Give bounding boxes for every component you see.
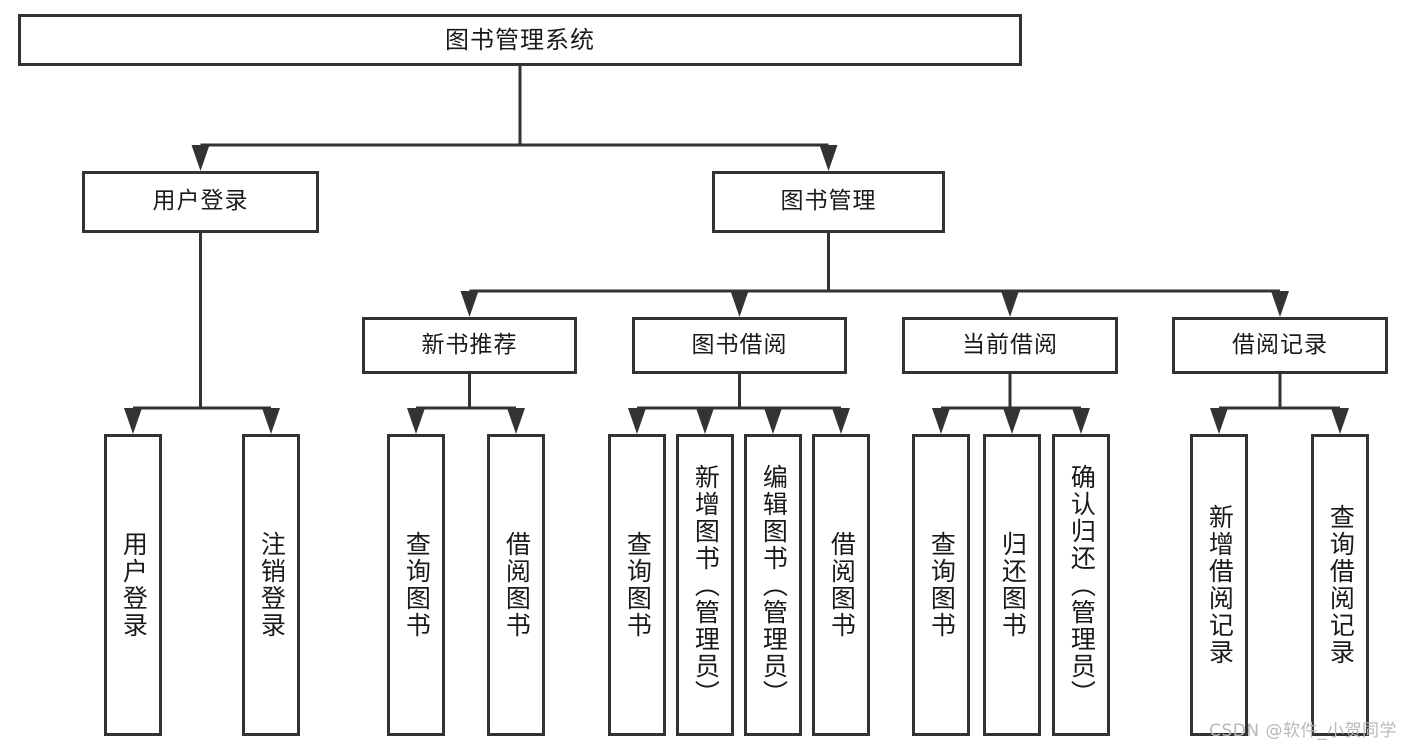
node-label: 新增图书（管理员） — [691, 463, 721, 707]
node-leaf-edit-book: 编辑图书（管理员） — [744, 434, 802, 736]
node-current-borrow: 当前借阅 — [902, 317, 1118, 374]
node-label: 当前借阅 — [962, 331, 1058, 358]
node-borrow-record: 借阅记录 — [1172, 317, 1388, 374]
csdn-watermark: CSDN @软件_小贺同学 — [1209, 721, 1397, 741]
node-user-login: 用户登录 — [82, 171, 319, 233]
node-leaf-query-book-2: 查询图书 — [608, 434, 666, 736]
node-label: 编辑图书（管理员） — [759, 463, 789, 707]
node-leaf-return-book: 归还图书 — [983, 434, 1041, 736]
node-leaf-query-book-3: 查询图书 — [912, 434, 970, 736]
node-label: 用户登录 — [152, 188, 249, 215]
node-label: 新书推荐 — [421, 331, 518, 358]
node-book-manage: 图书管理 — [712, 171, 945, 233]
node-leaf-logout: 注销登录 — [242, 434, 300, 736]
node-leaf-query-book-1: 查询图书 — [387, 434, 445, 736]
node-label: 图书管理 — [780, 188, 877, 215]
node-leaf-borrow-book-1: 借阅图书 — [487, 434, 545, 736]
node-label: 注销登录 — [257, 531, 287, 639]
node-leaf-borrow-book-2: 借阅图书 — [812, 434, 870, 736]
node-leaf-query-record: 查询借阅记录 — [1311, 434, 1369, 736]
node-label: 查询图书 — [402, 531, 432, 639]
node-leaf-confirm-return: 确认归还（管理员） — [1052, 434, 1110, 736]
node-root: 图书管理系统 — [18, 14, 1022, 66]
node-new-book-recommend: 新书推荐 — [362, 317, 577, 374]
node-leaf-user-login: 用户登录 — [104, 434, 162, 736]
node-label: 查询图书 — [927, 531, 957, 639]
node-label: 归还图书 — [998, 531, 1028, 639]
node-label: 查询借阅记录 — [1326, 504, 1356, 666]
node-label: 新增借阅记录 — [1205, 504, 1235, 666]
node-label: 查询图书 — [623, 531, 653, 639]
node-label: 借阅记录 — [1232, 331, 1328, 358]
node-book-borrow: 图书借阅 — [632, 317, 847, 374]
node-label: 图书管理系统 — [445, 25, 595, 54]
node-label: 借阅图书 — [502, 531, 532, 639]
node-label: 确认归还（管理员） — [1067, 463, 1097, 707]
node-label: 用户登录 — [119, 531, 149, 639]
node-leaf-add-book: 新增图书（管理员） — [676, 434, 734, 736]
node-label: 图书借阅 — [691, 331, 788, 358]
node-leaf-add-record: 新增借阅记录 — [1190, 434, 1248, 736]
node-label: 借阅图书 — [827, 531, 857, 639]
